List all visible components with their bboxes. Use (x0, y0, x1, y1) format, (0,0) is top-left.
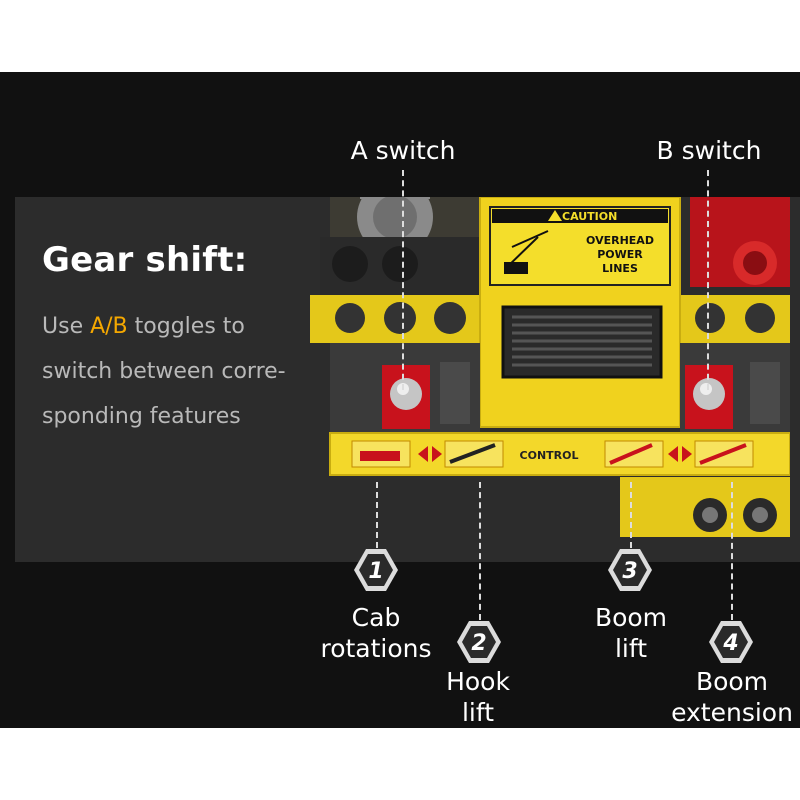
feature-3-label: Boom lift (551, 602, 711, 664)
guide-4 (731, 482, 733, 620)
feature-3-line2: lift (614, 634, 648, 663)
badge-4-icon: 4 (709, 621, 753, 663)
b-switch-guide (707, 170, 709, 390)
control-label: CONTROL (520, 449, 579, 462)
feature-3-line1: Boom (594, 603, 668, 632)
badge-3-icon: 3 (608, 549, 652, 591)
guide-1 (376, 482, 378, 548)
desc-line2: switch between corre- (42, 359, 286, 384)
feature-4-line1: Boom (695, 667, 769, 696)
feature-2-line1: Hook (446, 667, 510, 696)
badge-4-number: 4 (722, 631, 738, 656)
feature-1-line2: rotations (320, 634, 432, 663)
badge-3-number: 3 (622, 559, 637, 584)
guide-3 (630, 482, 632, 548)
crane-control-illustration: CAUTION OVERHEAD POWER LINES (290, 197, 790, 542)
a-switch-guide (402, 170, 404, 390)
crane-warning-icon (504, 230, 549, 274)
desc-line3: sponding features (42, 404, 241, 429)
badge-1-icon: 1 (354, 549, 398, 591)
sign-line-1: OVERHEAD (586, 234, 654, 247)
desc-line1-suffix: toggles to (127, 314, 245, 339)
a-switch-label: A switch (350, 136, 456, 165)
sign-line-3: LINES (602, 262, 638, 275)
caution-label: CAUTION (562, 210, 617, 223)
feature-2-line2: lift (461, 698, 495, 727)
badge-1-number: 1 (368, 559, 383, 584)
feature-4-label: Boom extension (652, 666, 800, 728)
page-title: Gear shift: (42, 240, 248, 280)
dark-frame: CAUTION OVERHEAD POWER LINES (0, 72, 800, 728)
desc-prefix: Use (42, 314, 91, 339)
feature-2-label: Hook lift (398, 666, 558, 728)
ab-highlight: A/B (90, 314, 128, 339)
feature-1-line1: Cab (351, 603, 401, 632)
feature-4-line2: extension (671, 698, 793, 727)
badge-2-icon: 2 (457, 621, 501, 663)
feature-1-label: Cab rotations (296, 602, 456, 664)
description: Use A/B toggles to switch between corre-… (42, 304, 322, 439)
b-switch-label: B switch (656, 136, 762, 165)
guide-2 (479, 482, 481, 620)
sign-line-2: POWER (597, 248, 643, 261)
badge-2-number: 2 (471, 631, 486, 656)
